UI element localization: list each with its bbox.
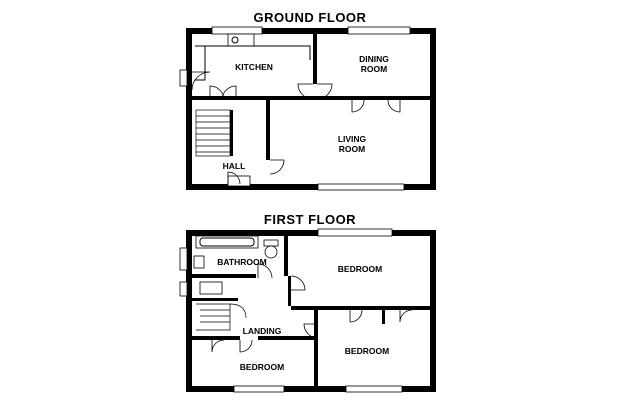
bedroom2-side-wall [382,310,385,324]
basin [193,255,205,269]
landing-cupboard-door [211,339,225,353]
bedroom2-window [345,385,403,393]
first-outer-wall-top [186,230,436,236]
kitchen-dining-door-b [316,83,333,100]
bedroom3-window [233,385,285,393]
bathroom-bedroom-wall [284,236,288,276]
dining-living-double-door-left [351,99,365,113]
first-outer-wall-left [186,230,192,392]
bathroom-lower-wall [192,274,256,278]
sink-bowl [231,36,239,44]
kitchen-back-door [191,71,211,91]
front-door [227,171,241,185]
ground-outer-wall-bottom [186,184,436,190]
bathtub-inner [199,237,255,247]
front-door-mat [227,175,251,187]
bedroom3-top-wall-b [258,336,314,340]
bedroom2-left-wall [314,310,318,390]
ground-outer-wall-left [186,28,192,190]
wc-cistern [263,239,279,247]
bedroom2-door-a [349,309,363,323]
kitchen-label: KITCHEN [235,62,273,72]
living-label-line2: ROOM [339,144,365,154]
bedroom2-label: BEDROOM [345,346,389,356]
bathroom-window [179,247,188,271]
kitchen-side-window [179,69,188,87]
hall-label: HALL [223,161,246,171]
landing-stairs [196,303,247,331]
bathroom-door [257,263,273,279]
kitchen-hall-door-b [221,85,237,101]
kitchen-dining-wall [313,34,317,84]
cupboard-wall [192,298,238,301]
landing-window [179,281,188,297]
airing-cupboard [199,281,223,295]
bedroom3-label: BEDROOM [240,362,284,372]
bedroom1-door [290,275,306,291]
dining-window [347,26,411,35]
living-label-line1: LIVING [338,134,367,144]
dining-label-line2: ROOM [361,64,387,74]
dining-living-wall [270,96,430,100]
dining-label-line1: DINING [359,54,389,64]
living-window [317,183,405,191]
bedroom1-window [317,228,393,237]
hall-living-door [269,159,285,175]
bedroom2-landing-door [303,323,319,339]
bathtub [195,235,259,249]
ground-floor-title: GROUND FLOOR [254,10,367,25]
bedroom3-top-wall [192,336,240,340]
first-outer-wall-bottom [186,386,436,392]
bedroom1-label: BEDROOM [338,264,382,274]
wc-bowl [264,245,278,259]
ground-floor-plan: KITCHEN DINING ROOM LIVING ROOM HALL [179,26,436,191]
kitchen-worktop-left [195,46,206,81]
kitchen-lower-wall [192,96,270,100]
kitchen-window [211,26,263,35]
ground-outer-wall-top [186,28,436,34]
kitchen-hall-door [209,85,225,101]
bedroom3-door [239,339,253,353]
bathroom-label: BATHROOM [217,257,266,267]
landing-bedroom-wall [288,276,291,306]
first-outer-wall-right [430,230,436,392]
kitchen-worktop [195,45,311,60]
bedroom2-door-b [399,309,413,323]
dining-living-double-door-right [387,99,401,113]
first-floor-title: FIRST FLOOR [264,212,356,227]
ground-stairs [195,109,231,157]
hall-living-wall [266,100,270,160]
first-floor-plan: BATHROOM BEDROOM LANDING BEDROOM BEDROOM [179,228,436,393]
landing-label: LANDING [243,326,282,336]
ground-outer-wall-right [430,28,436,190]
bedroom1-lower-wall [291,306,430,310]
stair-wall [230,110,233,156]
kitchen-dining-door [297,83,314,100]
